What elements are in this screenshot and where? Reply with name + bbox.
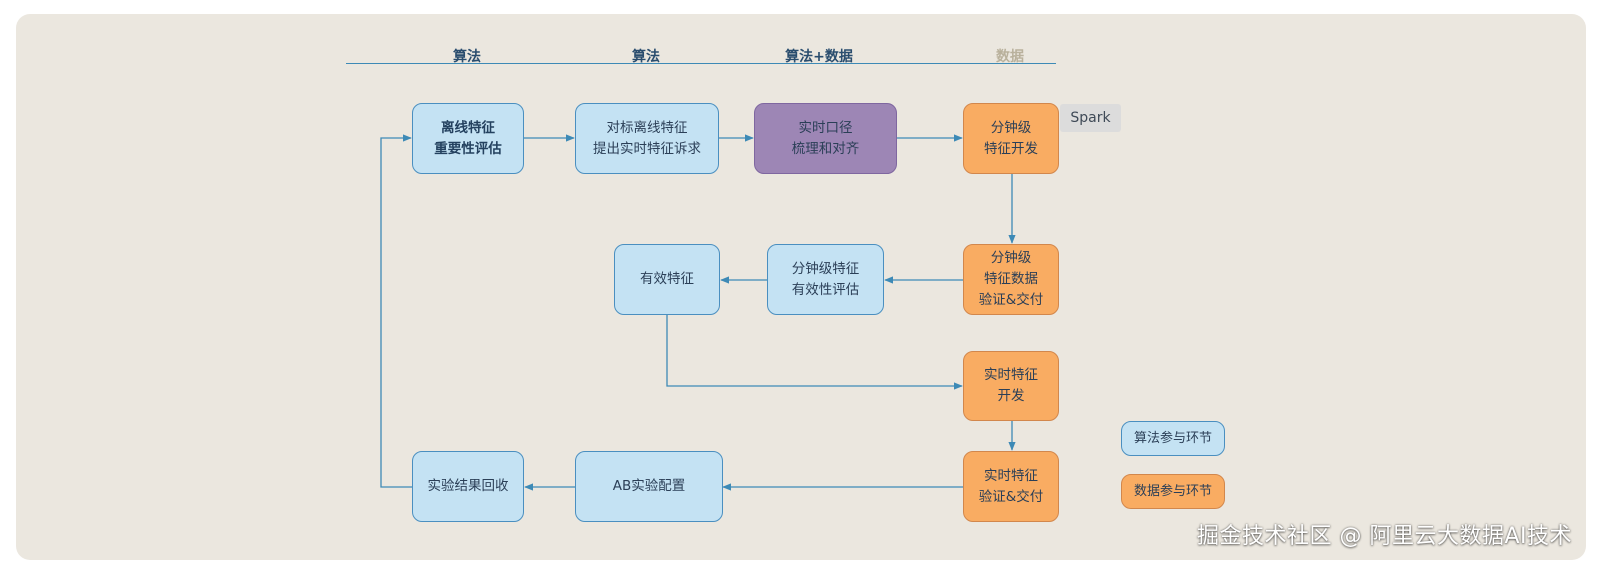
node-realtime-caliber-alignment: 实时口径 梳理和对齐 — [754, 103, 897, 174]
header-divider — [346, 63, 1056, 64]
legend-data: 数据参与环节 — [1121, 474, 1225, 509]
header-algorithm-2: 算法 — [632, 49, 660, 65]
header-algorithm-1: 算法 — [453, 49, 481, 65]
header-algorithm-data: 算法+数据 — [785, 49, 853, 65]
node-minute-feature-effectiveness: 分钟级特征 有效性评估 — [767, 244, 884, 315]
node-minute-feature-verification: 分钟级 特征数据 验证&交付 — [963, 244, 1059, 315]
header-data: 数据 — [996, 49, 1024, 65]
watermark: 掘金技术社区 @ 阿里云大数据AI技术 — [1196, 524, 1572, 549]
node-realtime-feature-verification: 实时特征 验证&交付 — [963, 451, 1059, 522]
node-effective-feature: 有效特征 — [614, 244, 720, 315]
legend-algorithm: 算法参与环节 — [1121, 421, 1225, 456]
node-realtime-feature-development: 实时特征 开发 — [963, 351, 1059, 421]
node-minute-feature-development: 分钟级 特征开发 — [963, 103, 1059, 174]
node-ab-experiment-config: AB实验配置 — [575, 451, 723, 522]
node-realtime-feature-demand: 对标离线特征 提出实时特征诉求 — [575, 103, 719, 174]
node-offline-feature-evaluation: 离线特征 重要性评估 — [412, 103, 524, 174]
spark-tag: Spark — [1060, 104, 1121, 132]
node-experiment-result-recycle: 实验结果回收 — [412, 451, 524, 522]
